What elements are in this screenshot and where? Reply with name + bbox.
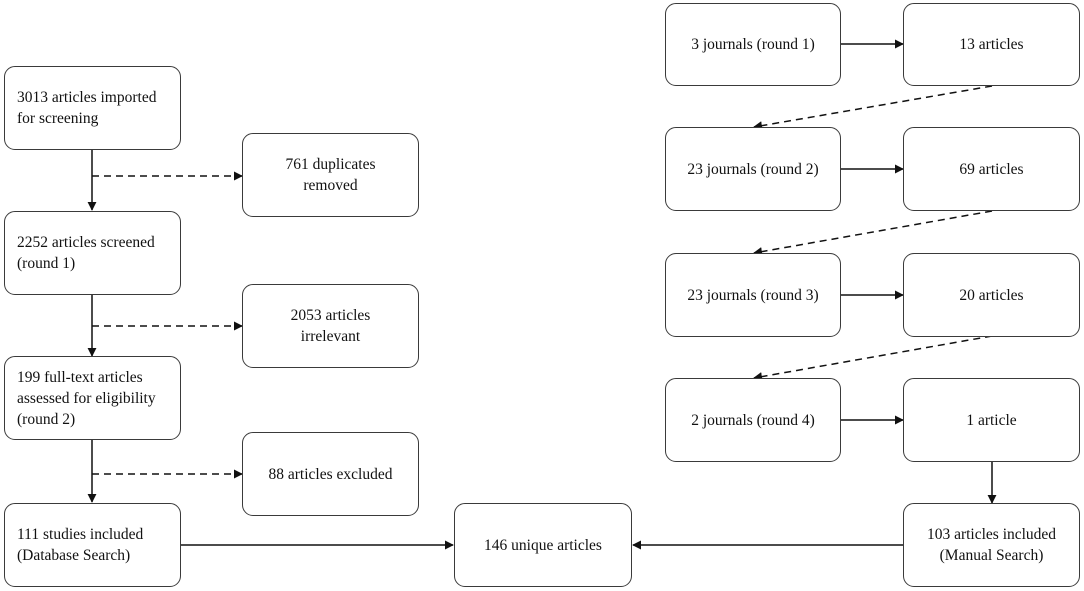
box-articles-screened-line1: 2252 articles screened	[17, 234, 155, 251]
box-duplicates-removed: 761 duplicates removed	[242, 133, 419, 217]
box-journals-round-3: 23 journals (round 3)	[665, 253, 841, 337]
box-articles-round-2: 69 articles	[903, 127, 1080, 211]
box-journals-round-2-label: 23 journals (round 2)	[687, 160, 819, 178]
box-articles-screened: 2252 articles screened (round 1)	[4, 211, 181, 295]
box-fulltext-assessed-line1: 199 full-text articles	[17, 368, 143, 386]
box-journals-round-3-label: 23 journals (round 3)	[687, 286, 819, 304]
box-articles-included-manual-line1: 103 articles included	[926, 526, 1057, 543]
box-duplicates-removed-line1: 761 duplicates	[285, 156, 376, 173]
box-articles-excluded-line1: 88 articles excluded	[268, 465, 393, 483]
box-articles-round-4-label: 1 article	[966, 411, 1017, 429]
box-duplicates-removed-line2: removed	[303, 177, 358, 194]
box-articles-included-manual: 103 articles included (Manual Search)	[903, 503, 1080, 587]
box-journals-round-2: 23 journals (round 2)	[665, 127, 841, 211]
box-articles-imported: 3013 articles imported for screening	[4, 66, 181, 150]
box-articles-imported-line1: 3013 articles imported	[17, 89, 157, 106]
box-articles-excluded: 88 articles excluded	[242, 432, 419, 516]
box-articles-round-4: 1 article	[903, 378, 1080, 462]
box-articles-irrelevant-line2: irrelevant	[300, 328, 361, 345]
box-journals-round-4-label: 2 journals (round 4)	[691, 411, 815, 429]
box-studies-included-database-line1: 111 studies included	[17, 526, 144, 543]
box-articles-irrelevant-line1: 2053 articles	[290, 307, 371, 324]
box-studies-included-database: 111 studies included (Database Search)	[4, 503, 181, 587]
box-articles-screened-line2: (round 1)	[17, 255, 76, 272]
box-articles-round-3: 20 articles	[903, 253, 1080, 337]
box-journals-round-1-label: 3 journals (round 1)	[691, 36, 815, 53]
box-unique-articles: 146 unique articles	[454, 503, 632, 587]
box-articles-irrelevant: 2053 articles irrelevant	[242, 284, 419, 368]
box-studies-included-database-line2: (Database Search)	[17, 547, 131, 564]
box-fulltext-assessed: 199 full-text articles assessed for elig…	[4, 356, 181, 440]
box-journals-round-4: 2 journals (round 4)	[665, 378, 841, 462]
box-articles-round-3-label: 20 articles	[959, 286, 1024, 304]
box-articles-included-manual-line2: (Manual Search)	[939, 547, 1044, 564]
box-articles-imported-line2: for screening	[17, 110, 99, 127]
box-articles-round-1: 13 articles	[903, 3, 1080, 86]
box-journals-round-1: 3 journals (round 1)	[665, 3, 841, 86]
dashed-arrow-round1-to-round2	[753, 85, 993, 131]
box-unique-articles-line1: 146 unique articles	[484, 536, 602, 554]
box-articles-round-1-label: 13 articles	[959, 36, 1024, 53]
dashed-arrow-round2-to-round3	[753, 210, 993, 257]
box-articles-round-2-label: 69 articles	[959, 160, 1024, 178]
box-fulltext-assessed-line3: (round 2)	[17, 410, 76, 428]
box-fulltext-assessed-line2: assessed for eligibility	[17, 389, 156, 407]
dashed-arrow-round3-to-round4	[753, 335, 993, 382]
